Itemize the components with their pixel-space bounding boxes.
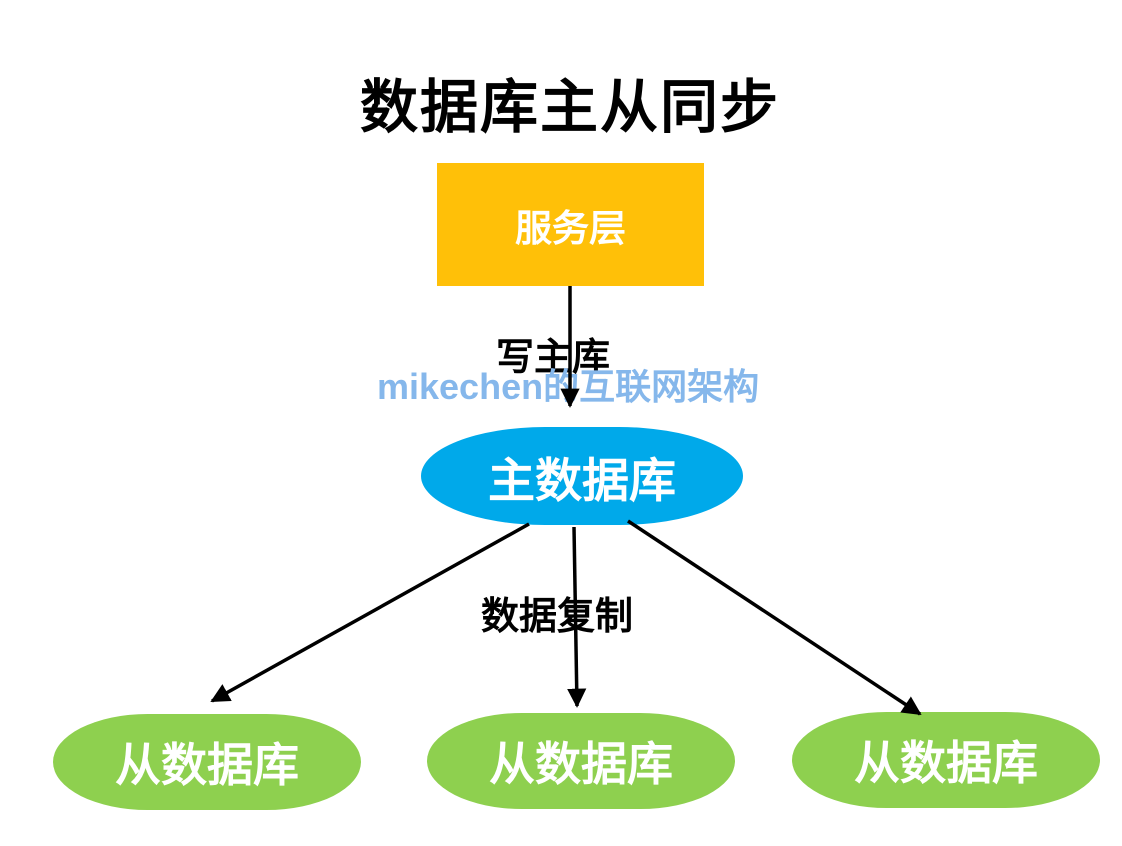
edge-label-data-replication: 数据复制 [480, 596, 633, 638]
master-db-label: 主数据库 [488, 453, 676, 507]
service-layer-node: 服务层 [437, 163, 704, 286]
diagram-title: 数据库主从同步 [359, 75, 780, 140]
service-layer-label: 服务层 [515, 207, 626, 249]
slave-db-label-2: 从数据库 [489, 738, 673, 790]
slave-db-node-2: 从数据库 [427, 713, 735, 809]
slave-db-node-1: 从数据库 [53, 714, 361, 810]
slave-db-node-3: 从数据库 [792, 712, 1100, 808]
master-db-node: 主数据库 [421, 427, 743, 525]
slave-db-label-1: 从数据库 [115, 739, 299, 791]
edge-label-write-master: 写主库 [495, 337, 610, 379]
slave-db-label-3: 从数据库 [854, 737, 1038, 789]
